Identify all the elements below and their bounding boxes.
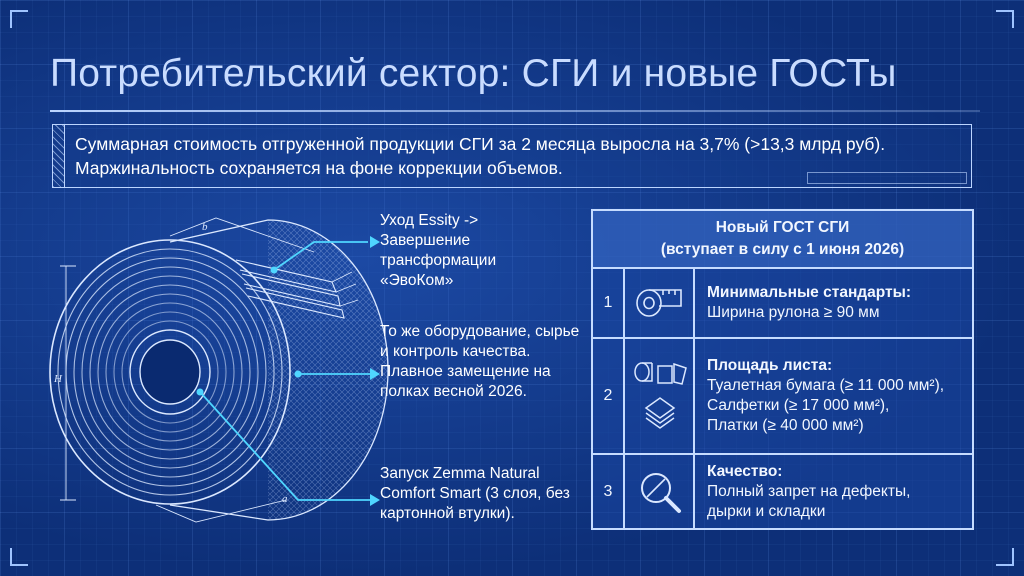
callout-leader: [273, 241, 368, 271]
frame-corner: [10, 10, 28, 28]
table-row: 2 Площадь листа: Туалетная бумага (≥ 11 …: [593, 339, 972, 455]
drawing-stamp: [807, 172, 967, 184]
callout-equipment: То же оборудование, сырье и контроль кач…: [380, 323, 580, 400]
row-detail: дырки и складки: [707, 502, 826, 520]
gost-effective-date: (вступает в силу с 1 июня 2026): [660, 241, 905, 258]
gost-table: Новый ГОСТ СГИ (вступает в силу с 1 июня…: [591, 209, 974, 530]
row-detail: Туалетная бумага (≥ 11 000 мм²),: [707, 377, 945, 394]
callout-essity: Уход Essity -> Завершение трансформации …: [380, 212, 497, 289]
row-detail: Ширина рулона ≥ 90 мм: [707, 304, 880, 321]
magnifier-no-defects-icon: [641, 472, 681, 513]
depth-dim-label: a: [282, 493, 288, 505]
row-detail: Полный запрет на дефекты,: [707, 482, 911, 500]
frame-corner: [10, 548, 28, 566]
callout-zemma: Запуск Zemma Natural Comfort Smart (3 сл…: [380, 465, 570, 522]
row-number: 2: [593, 339, 625, 453]
paper-roll-blueprint: H b a: [49, 217, 389, 523]
frame-corner: [996, 548, 1014, 566]
height-dim-label: H: [53, 373, 63, 385]
row-heading: Площадь листа:: [707, 357, 833, 374]
width-dim-label: b: [202, 221, 208, 233]
page-title: Потребительский сектор: СГИ и новые ГОСТ…: [50, 52, 897, 95]
row-heading: Минимальные стандарты:: [707, 284, 912, 301]
hatch-strip: [53, 125, 65, 187]
table-row: 1 Минимальные стандарты: Ширина рулона ≥…: [593, 269, 972, 339]
row-number: 3: [593, 455, 625, 528]
gost-title: Новый ГОСТ СГИ: [715, 219, 850, 236]
summary-box: Суммарная стоимость отгруженной продукци…: [52, 124, 972, 188]
row-detail: Салфетки (≥ 17 000 мм²),: [707, 397, 890, 414]
row-number: 1: [593, 269, 625, 337]
paper-products-icon: [634, 362, 687, 429]
title-underline: [50, 110, 980, 112]
gost-table-header: Новый ГОСТ СГИ (вступает в силу с 1 июня…: [593, 211, 972, 269]
frame-corner: [996, 10, 1014, 28]
row-heading: Качество:: [707, 462, 783, 480]
row-detail: Платки (≥ 40 000 мм²): [707, 417, 864, 434]
callout-leader: [199, 391, 370, 501]
summary-text: Суммарная стоимость отгруженной продукци…: [75, 134, 886, 178]
table-row: 3 Качество: Полный запрет на дефекты, ды…: [593, 455, 972, 528]
tape-measure-icon: [636, 289, 682, 317]
